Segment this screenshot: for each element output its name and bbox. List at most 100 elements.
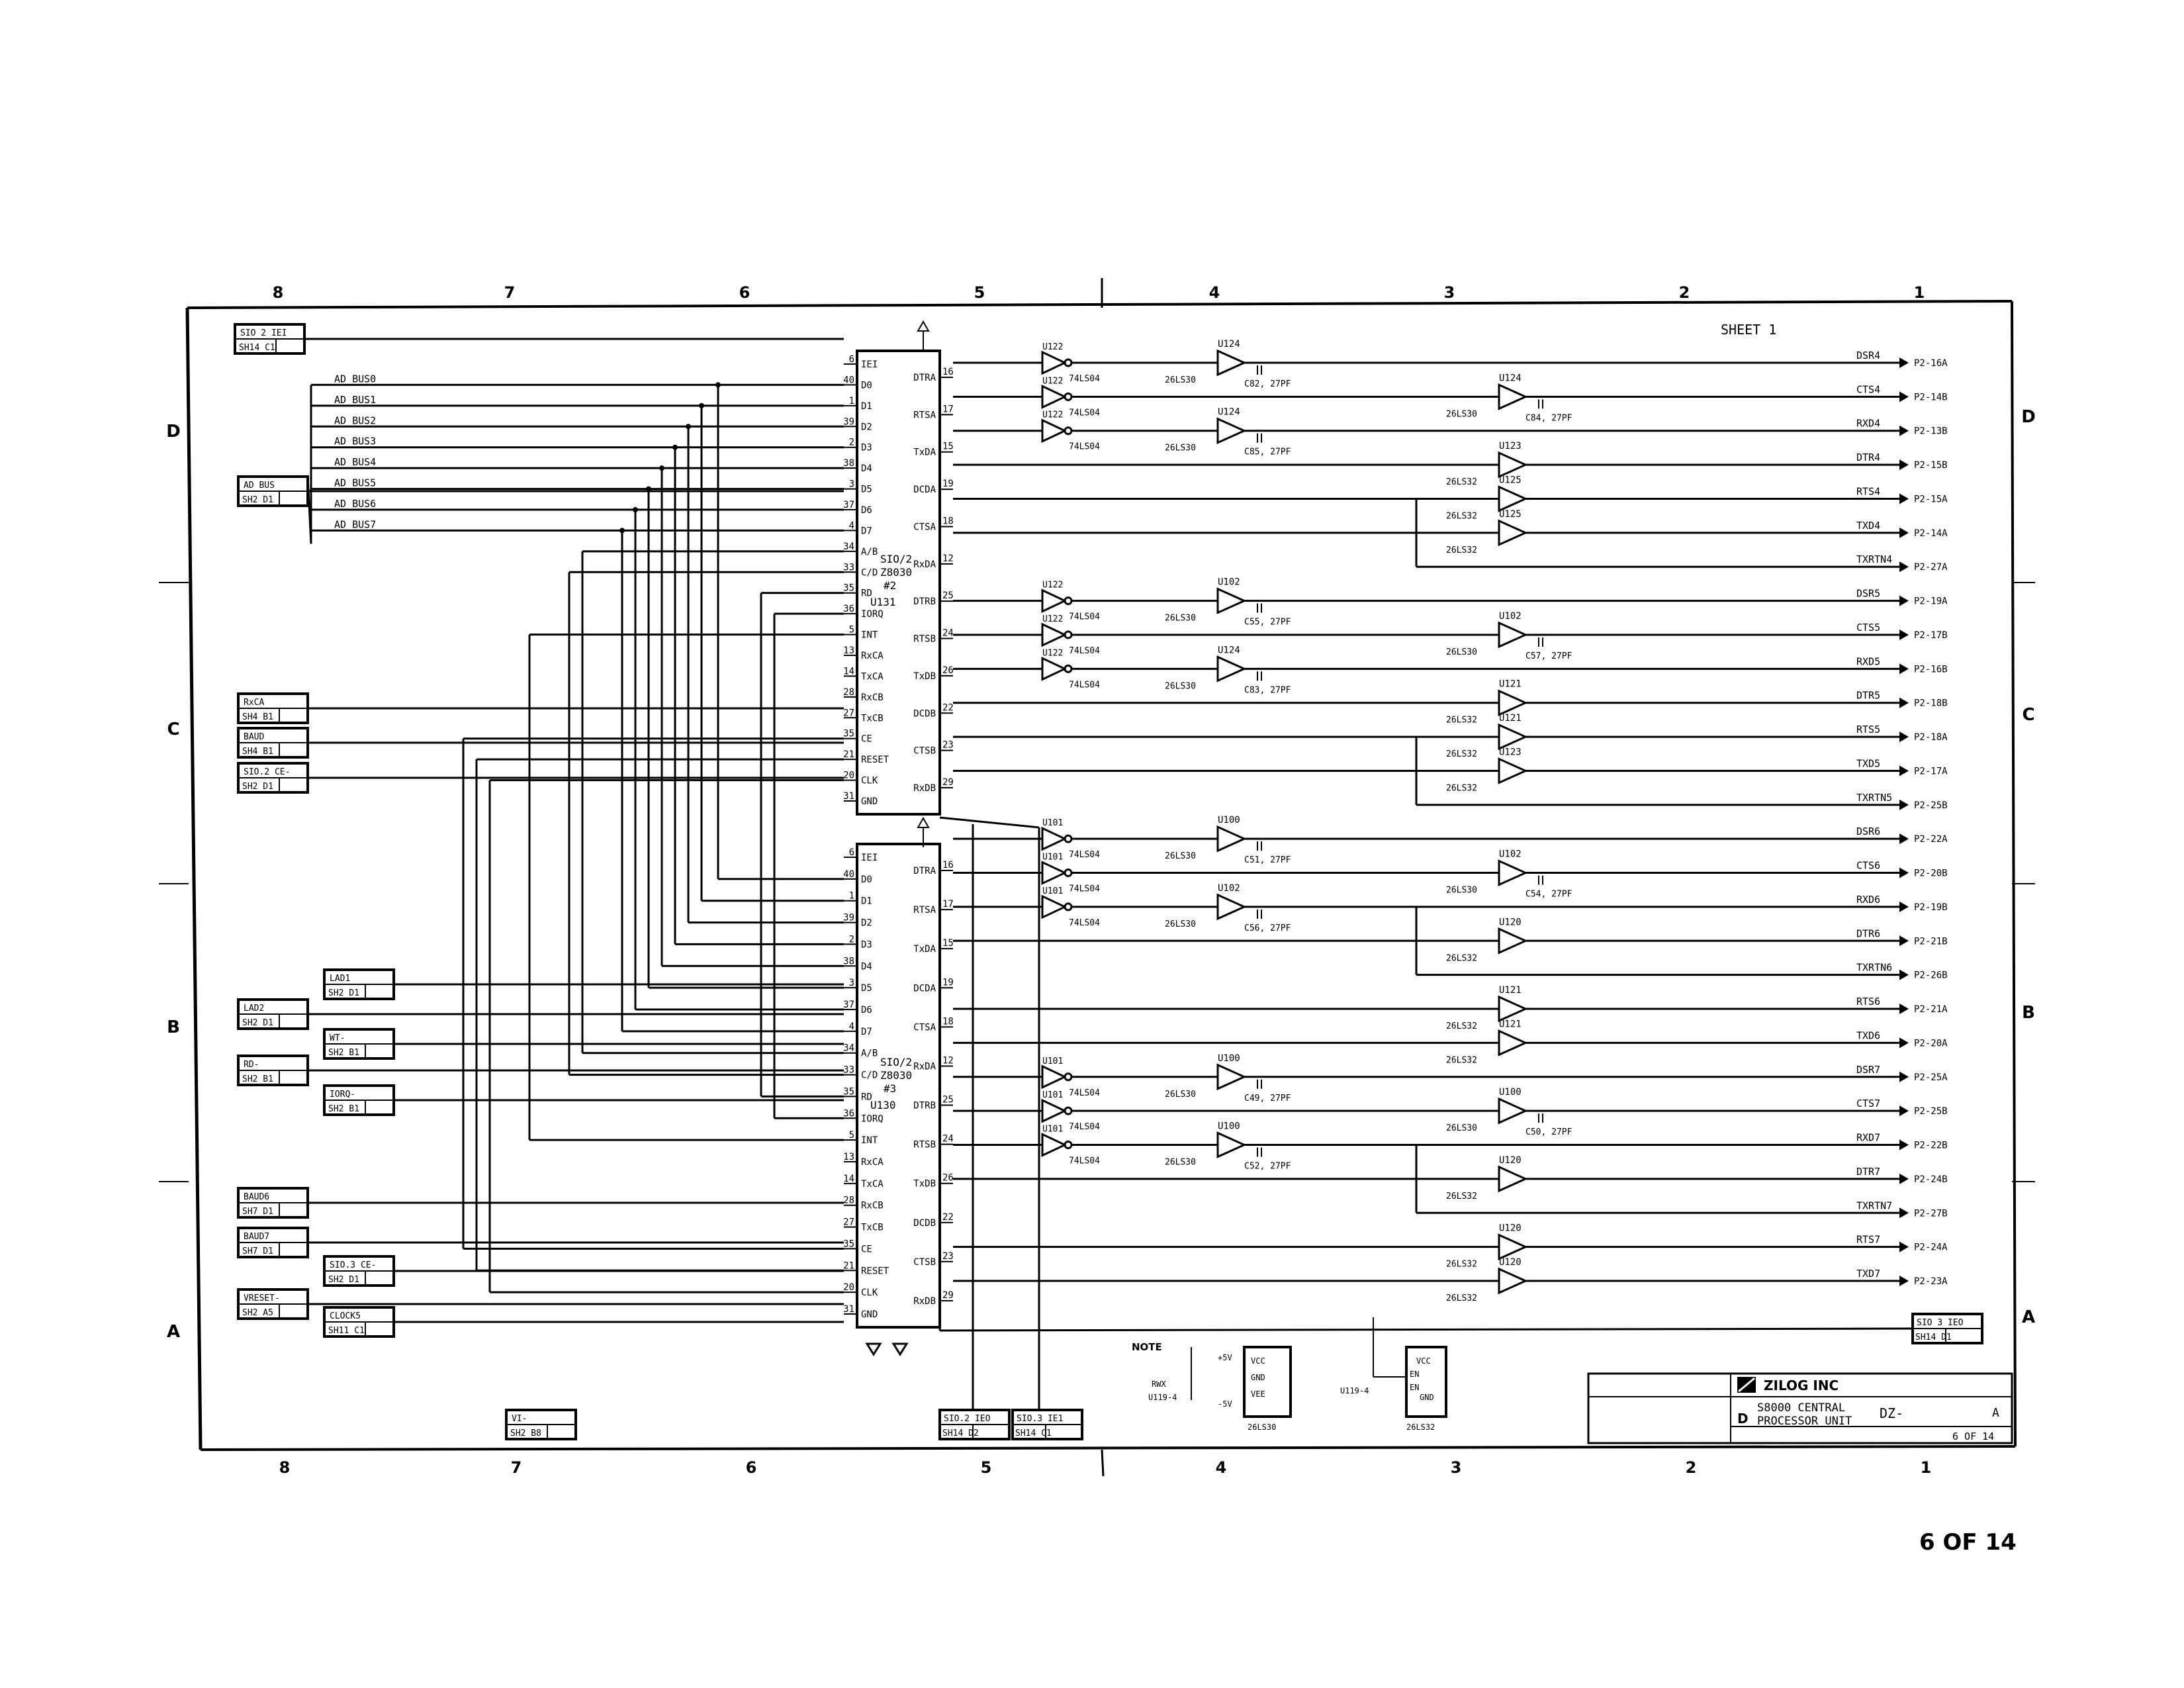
chip-pin-label: RESET: [861, 1266, 889, 1276]
chip-pin-label: DTRA: [913, 373, 936, 383]
chip-pin-number: 1: [849, 891, 854, 902]
port-pin-label: P2-14B: [1914, 392, 1948, 402]
note-pin: EN: [1410, 1370, 1419, 1379]
inverter-type: 74LS04: [1069, 680, 1100, 690]
chip-pin-number: 18: [942, 516, 954, 526]
chip-pin-label: CE: [861, 734, 872, 745]
port-signal-label: RXD7: [1856, 1132, 1880, 1144]
gate-ref: U123: [1499, 747, 1522, 757]
connector-label: CLOCK5: [330, 1311, 361, 1321]
port-signal-label: CTS5: [1856, 622, 1880, 633]
chip-pin-number: 19: [942, 479, 954, 489]
gate-ref: U102: [1499, 611, 1522, 622]
zone-row-label: D: [2021, 407, 2036, 427]
chip-pin-label: RxDB: [913, 783, 936, 794]
inverter-bubble: [1064, 426, 1073, 436]
port-pin-label: P2-27A: [1914, 562, 1948, 573]
chip-pin-number: 38: [843, 458, 854, 469]
title-size: D: [1737, 1411, 1749, 1427]
chip-pin-label: D1: [861, 896, 872, 907]
bus-label: AD BUS3: [334, 436, 376, 447]
inverter-ref: U122: [1042, 342, 1063, 352]
port-signal-label: CTS6: [1856, 860, 1880, 872]
port-pin-label: P2-19A: [1914, 596, 1948, 607]
gate-ref: U124: [1218, 339, 1240, 350]
chip-pin-label: INT: [861, 1135, 878, 1146]
port-signal-label: DTR7: [1856, 1166, 1880, 1178]
port-signal-label: CTS4: [1856, 383, 1880, 395]
chip-pin-label: D7: [861, 526, 872, 536]
inverter-ref: U101: [1042, 818, 1063, 828]
zone-column-label: 7: [511, 1458, 522, 1477]
chip-pin-label: CTSA: [913, 522, 936, 532]
bus-label: AD BUS2: [334, 414, 376, 426]
connector-label: RxCA: [244, 698, 264, 708]
line-driver-gate: [1216, 893, 1247, 921]
line-driver-gate: [1216, 349, 1247, 377]
connector-ref: SH14 D1: [1915, 1333, 1952, 1342]
chip-pin-label: D4: [861, 463, 872, 474]
port-pin-label: P2-27B: [1914, 1208, 1948, 1219]
gate-type: 26LS30: [1165, 1158, 1196, 1168]
bus-label: AD BUS0: [334, 373, 376, 385]
gate-ref: U124: [1499, 373, 1522, 383]
chip-pin-label: D6: [861, 1005, 872, 1015]
port-pin-label: P2-13B: [1914, 426, 1948, 437]
chip-pin-label: GND: [861, 796, 878, 807]
chip-pin-label: RESET: [861, 755, 889, 765]
chip-pin-number: 31: [843, 791, 854, 802]
inverter-bubble: [1064, 1106, 1073, 1115]
connector-ref: SH2 B1: [328, 1048, 359, 1058]
chip-pin-number: 27: [843, 708, 854, 718]
chip-pin-number: 39: [843, 913, 854, 923]
chip-pin-label: RxCB: [861, 1201, 884, 1211]
capacitor-label: C85, 27PF: [1244, 447, 1291, 457]
chip-pin-number: 14: [843, 1174, 854, 1184]
note-pin: VEE: [1251, 1389, 1265, 1399]
port-arrow: [1899, 1241, 1909, 1252]
line-driver-gate: [1216, 825, 1247, 853]
port-signal-label: DSR4: [1856, 350, 1880, 361]
chip-pin-label: DTRA: [913, 866, 936, 876]
inverter-gate: [1041, 894, 1068, 919]
line-driver-gate: [1498, 859, 1528, 886]
chip-pin-label: RxCA: [861, 651, 884, 661]
zone-row-label: A: [2022, 1307, 2035, 1327]
chip-pin-number: 35: [843, 1239, 854, 1249]
chip-pin-label: DCDB: [913, 708, 936, 719]
chip-pin-number: 36: [843, 604, 854, 614]
chip-pin-number: 5: [849, 1130, 854, 1141]
bus-label: AD BUS6: [334, 498, 376, 510]
chip-pin-number: 26: [942, 665, 954, 676]
chip-name: Z8030: [880, 566, 912, 579]
port-pin-label: P2-21B: [1914, 936, 1948, 947]
connector-label: SIO.2 IEO: [944, 1414, 991, 1424]
connector-ref: SH7 D1: [242, 1246, 273, 1256]
chip-pin-number: 35: [843, 583, 854, 594]
chip-pin-number: 17: [942, 899, 954, 910]
inverter-gate: [1041, 826, 1068, 851]
inverter-type: 74LS04: [1069, 1088, 1100, 1098]
chain-line: [939, 816, 1040, 829]
note-pin: GND: [1420, 1393, 1434, 1402]
chip-pin-label: GND: [861, 1309, 878, 1320]
gate-type: 26LS30: [1446, 886, 1477, 896]
chip-pin-label: RTSA: [913, 410, 936, 420]
port-pin-label: P2-26B: [1914, 970, 1948, 981]
zone-column-label: 2: [1679, 283, 1690, 302]
capacitor-label: C52, 27PF: [1244, 1162, 1291, 1172]
inverter-bubble: [1064, 1072, 1073, 1082]
port-pin-label: P2-18A: [1914, 732, 1948, 743]
gate-ref: U100: [1218, 815, 1240, 825]
gate-ref: U100: [1218, 1053, 1240, 1064]
port-pin-label: P2-15A: [1914, 494, 1948, 504]
port-arrow: [1899, 1004, 1909, 1015]
note-ref: U119-4: [1340, 1386, 1369, 1395]
inverter-bubble: [1064, 664, 1073, 673]
port-pin-label: P2-14A: [1914, 528, 1948, 539]
zone-column-label: 1: [1914, 283, 1925, 302]
chip-pin-label: CE: [861, 1244, 872, 1254]
chip-pin-number: 28: [843, 1196, 854, 1206]
chip-pin-label: IORQ: [861, 609, 884, 620]
